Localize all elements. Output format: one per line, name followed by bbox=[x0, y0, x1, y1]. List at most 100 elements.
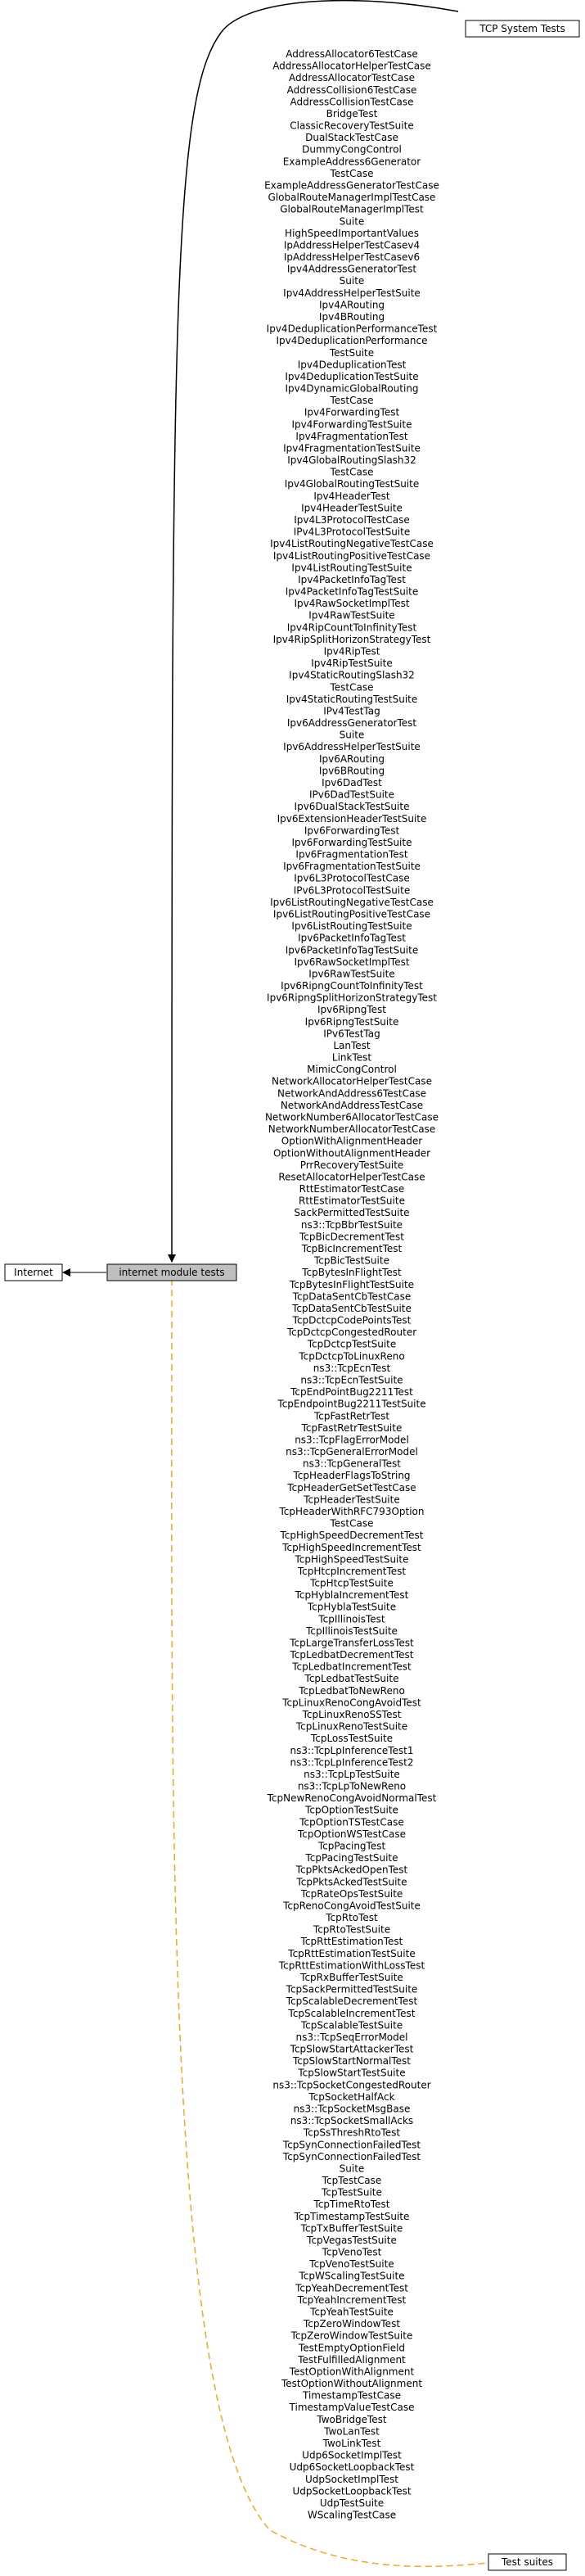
class-list-item[interactable]: PrrRecoveryTestSuite bbox=[300, 1159, 404, 1171]
class-list-item[interactable]: Ipv4DynamicGlobalRouting bbox=[285, 383, 418, 395]
class-list-item[interactable]: NetworkAllocatorHelperTestCase bbox=[272, 1076, 432, 1087]
class-list-item[interactable]: TwoLanTest bbox=[323, 2425, 380, 2437]
class-list-item[interactable]: TcpLinuxRenoCongAvoidTest bbox=[281, 1697, 421, 1708]
class-list-item[interactable]: TestSuite bbox=[329, 347, 374, 359]
class-list-item[interactable]: TcpDctcpCodePointsTest bbox=[292, 1315, 412, 1326]
class-list-item[interactable]: Ipv4ForwardingTestSuite bbox=[292, 418, 412, 430]
class-list-item[interactable]: Ipv6AddressHelperTestSuite bbox=[283, 741, 421, 752]
class-list-item[interactable]: Ipv4RipTest bbox=[324, 646, 380, 658]
class-list-item[interactable]: TcpSynConnectionFailedTest bbox=[282, 2151, 421, 2162]
class-list-item[interactable]: TcpTestSuite bbox=[321, 2187, 382, 2199]
class-list-item[interactable]: TcpDctcpTestSuite bbox=[307, 1339, 397, 1350]
class-list-item[interactable]: TestCase bbox=[330, 168, 374, 179]
class-list-item[interactable]: Ipv4DeduplicationTestSuite bbox=[285, 371, 418, 382]
node-test-suites[interactable]: Test suites bbox=[488, 2553, 567, 2571]
class-list-item[interactable]: TcpLossTestSuite bbox=[310, 1733, 393, 1744]
class-list-item[interactable]: DummyCongControl bbox=[302, 144, 402, 156]
class-list-item[interactable]: ns3::TcpSocketSmallAcks bbox=[290, 2115, 413, 2126]
class-list-item[interactable]: Ipv6BRouting bbox=[319, 765, 385, 776]
class-list-item[interactable]: TcpBytesInFlightTestSuite bbox=[289, 1279, 414, 1290]
class-list-item[interactable]: TcpSlowStartNormalTest bbox=[292, 2055, 411, 2067]
class-list-item[interactable]: TcpScalableTestSuite bbox=[300, 2019, 403, 2031]
class-list-item[interactable]: TestCase bbox=[330, 395, 374, 406]
class-list-item[interactable]: IPv6L3ProtocolTestSuite bbox=[294, 884, 410, 896]
class-list-item[interactable]: NetworkNumberAllocatorTestCase bbox=[268, 1123, 435, 1135]
class-list-item[interactable]: TcpSlowStartAttackerTest bbox=[290, 2044, 414, 2055]
class-list-item[interactable]: TcpLargeTransferLossTest bbox=[289, 1638, 414, 1649]
class-list-item[interactable]: ClassicRecoveryTestSuite bbox=[290, 120, 413, 132]
class-list-item[interactable]: AddressAllocatorTestCase bbox=[289, 72, 415, 84]
class-list-item[interactable]: TcpIllinoisTestSuite bbox=[305, 1625, 398, 1637]
class-list-item[interactable]: Ipv4StaticRoutingSlash32 bbox=[289, 670, 415, 681]
class-list-item[interactable]: Ipv4HeaderTest bbox=[313, 490, 390, 502]
class-list-item[interactable]: TcpRttEstimationTest bbox=[300, 1936, 403, 1947]
class-list-item[interactable]: Ipv6FragmentationTestSuite bbox=[283, 861, 421, 872]
class-list-item[interactable]: TcpZeroWindowTestSuite bbox=[290, 2330, 413, 2342]
class-list-item[interactable]: TcpTimestampTestSuite bbox=[294, 2211, 410, 2222]
class-list-item[interactable]: ns3::TcpLpToNewReno bbox=[298, 1781, 406, 1792]
class-list-item[interactable]: TcpIllinoisTest bbox=[317, 1613, 385, 1625]
class-list-item[interactable]: TcpSlowStartTestSuite bbox=[297, 2068, 405, 2079]
class-list-item[interactable]: Ipv6ForwardingTest bbox=[304, 825, 400, 836]
class-list-item[interactable]: IPv6TestTag bbox=[323, 1028, 380, 1039]
class-list-item[interactable]: Ipv4GlobalRoutingSlash32 bbox=[287, 454, 416, 466]
class-list-item[interactable]: TcpHighSpeedTestSuite bbox=[295, 1553, 409, 1565]
class-list-item[interactable]: GlobalRouteManagerImplTest bbox=[280, 204, 424, 215]
class-list-item[interactable]: TcpHeaderGetSetTestCase bbox=[286, 1482, 416, 1494]
class-list-item[interactable]: TcpBicTestSuite bbox=[313, 1255, 389, 1267]
class-list-item[interactable]: Ipv4AddressHelperTestSuite bbox=[283, 287, 421, 299]
class-list-item[interactable]: TcpTestCase bbox=[322, 2175, 382, 2186]
class-list-item[interactable]: IPv4L3ProtocolTestSuite bbox=[294, 526, 410, 538]
class-list-item[interactable]: Ipv4PacketInfoTagTest bbox=[298, 574, 406, 585]
class-list-item[interactable]: BridgeTest bbox=[326, 108, 378, 120]
class-list-item[interactable]: TcpSocketHalfAck bbox=[308, 2091, 394, 2103]
class-list-item[interactable]: DualStackTestCase bbox=[305, 132, 398, 143]
class-list-item[interactable]: TcpDataSentCbTestCase bbox=[292, 1290, 411, 1302]
class-list-item[interactable]: ns3::TcpBbrTestSuite bbox=[301, 1219, 403, 1231]
class-list-item[interactable]: TcpYeahDecrementTest bbox=[295, 2282, 408, 2294]
class-list-item[interactable]: TcpHeaderTestSuite bbox=[303, 1494, 399, 1505]
class-list-item[interactable]: Ipv6ForwardingTestSuite bbox=[292, 837, 412, 848]
class-list-item[interactable]: TimestampValueTestCase bbox=[289, 2402, 415, 2413]
class-list-item[interactable]: TcpEndpointBug2211TestSuite bbox=[277, 1399, 425, 1410]
class-list-item[interactable]: Ipv6ARouting bbox=[319, 753, 385, 765]
class-list-item[interactable]: TcpTimeRtoTest bbox=[313, 2199, 390, 2210]
class-list-item[interactable]: ns3::TcpGeneralTest bbox=[303, 1458, 401, 1470]
class-list-item[interactable]: TcpHyblaTestSuite bbox=[307, 1602, 396, 1613]
class-list-item[interactable]: AddressAllocatorHelperTestCase bbox=[272, 61, 431, 72]
class-list-item[interactable]: TcpVenoTestSuite bbox=[308, 2258, 394, 2270]
class-list-item[interactable]: GlobalRouteManagerImplTestCase bbox=[268, 192, 436, 203]
class-list-item[interactable]: TimestampTestCase bbox=[302, 2390, 401, 2402]
class-list-item[interactable]: Ipv4DeduplicationPerformance bbox=[276, 335, 427, 346]
class-list-item[interactable]: UdpTestSuite bbox=[320, 2497, 384, 2509]
class-list-item[interactable]: TestCase bbox=[330, 1518, 374, 1530]
class-list-item[interactable]: TcpLedbatIncrementTest bbox=[291, 1661, 412, 1673]
class-list-item[interactable]: TcpYeahTestSuite bbox=[309, 2307, 394, 2318]
class-list-item[interactable]: TcpSackPermittedTestSuite bbox=[286, 1984, 418, 1995]
class-list-item[interactable]: Ipv4DeduplicationTest bbox=[298, 359, 407, 370]
class-list-item[interactable]: NetworkAndAddress6TestCase bbox=[277, 1087, 426, 1099]
class-list-item[interactable]: TestCase bbox=[330, 681, 374, 693]
class-list-item[interactable]: TestFulfilledAlignment bbox=[297, 2354, 406, 2366]
class-list-item[interactable]: ResetAllocatorHelperTestCase bbox=[278, 1172, 425, 1183]
class-list-item[interactable]: TestCase bbox=[330, 467, 374, 478]
class-list-item[interactable]: TcpVenoTest bbox=[322, 2247, 382, 2258]
class-list-item[interactable]: Ipv4GlobalRoutingTestSuite bbox=[285, 478, 419, 490]
class-list-item[interactable]: Ipv4FragmentationTestSuite bbox=[283, 443, 421, 454]
class-list-item[interactable]: TcpHtcpIncrementTest bbox=[297, 1566, 407, 1577]
class-list-item[interactable]: Ipv4StaticRoutingTestSuite bbox=[286, 694, 418, 705]
class-list-item[interactable]: Ipv4HeaderTestSuite bbox=[301, 502, 403, 513]
class-list-item[interactable]: TcpScalableIncrementTest bbox=[288, 2008, 416, 2019]
class-list-item[interactable]: TcpHeaderWithRFC793Option bbox=[278, 1506, 424, 1517]
class-list-item[interactable]: TcpFastRetrTest bbox=[313, 1410, 389, 1421]
class-list-item[interactable]: IpAddressHelperTestCasev6 bbox=[284, 251, 420, 263]
class-list-item[interactable]: TcpYeahIncrementTest bbox=[297, 2294, 407, 2306]
class-list-item[interactable]: ns3::TcpLpInferenceTest1 bbox=[290, 1745, 413, 1756]
class-list-item[interactable]: AddressCollision6TestCase bbox=[287, 84, 417, 96]
class-list-item[interactable]: Ipv4ListRoutingPositiveTestCase bbox=[273, 550, 430, 562]
class-list-item[interactable]: Ipv4ForwardingTest bbox=[304, 407, 400, 418]
class-list-item[interactable]: TcpRtoTestSuite bbox=[313, 1924, 390, 1936]
class-list-item[interactable]: TcpDataSentCbTestSuite bbox=[291, 1303, 412, 1314]
class-list-item[interactable]: TcpFastRetrTestSuite bbox=[301, 1422, 403, 1434]
class-list-item[interactable]: NetworkNumber6AllocatorTestCase bbox=[265, 1112, 439, 1123]
